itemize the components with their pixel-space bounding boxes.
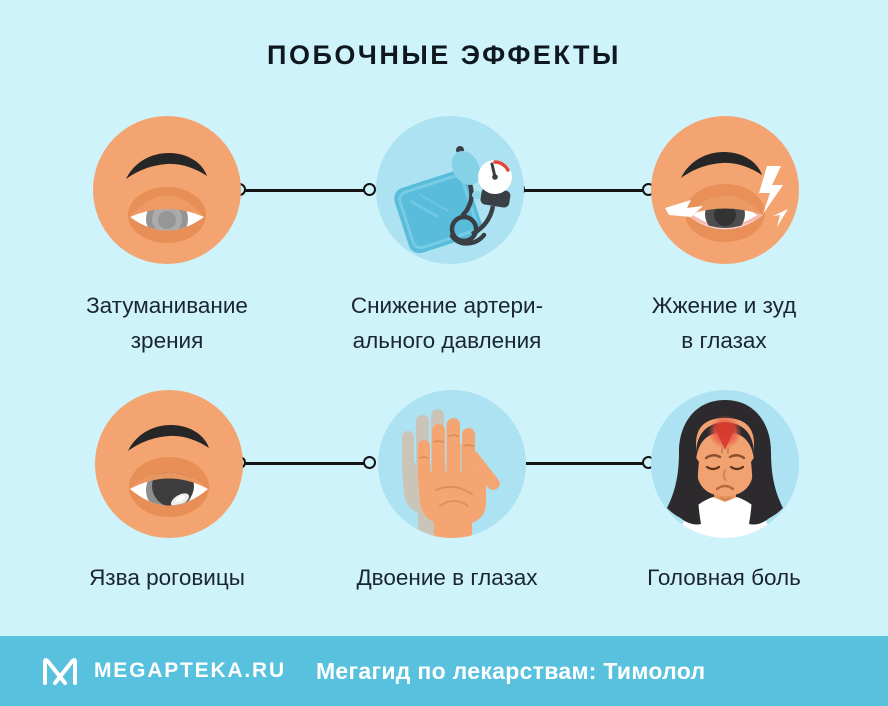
footer-tagline: Мегагид по лекарствам: Тимолол	[315, 657, 706, 684]
label-low-blood-pressure: Снижение артери- ального давления	[350, 293, 544, 353]
connector-line	[512, 456, 655, 469]
label-double-vision: Двоение в глазах	[356, 565, 538, 590]
burning-itchy-eye-icon	[651, 116, 799, 264]
double-vision-hand-icon	[378, 390, 526, 538]
label-headache: Головная боль	[647, 565, 801, 590]
connector-line	[233, 456, 376, 469]
megapteka-m-logo-icon	[43, 658, 77, 685]
footer-bar: MEGAPTEKA.RU Мегагид по лекарствам: Тимо…	[0, 636, 888, 706]
connector-line	[512, 183, 655, 196]
item-corneal-ulcer	[95, 390, 243, 538]
item-double-vision	[378, 390, 526, 538]
item-burning-itching-eyes	[651, 116, 799, 264]
label-burning-itching-eyes: Жжение и зуд в глазах	[651, 293, 797, 353]
page-title: ПОБОЧНЫЕ ЭФФЕКТЫ	[267, 40, 621, 70]
headache-woman-icon	[651, 390, 799, 538]
blood-pressure-monitor-icon	[376, 116, 524, 264]
item-low-blood-pressure	[376, 116, 524, 264]
item-headache	[651, 390, 799, 538]
corneal-ulcer-eye-icon	[95, 390, 243, 538]
blurred-vision-eye-icon	[93, 116, 241, 264]
label-corneal-ulcer: Язва роговицы	[89, 565, 245, 590]
item-blurred-vision	[93, 116, 241, 264]
connector-line	[233, 183, 376, 196]
brand-name: MEGAPTEKA.RU	[94, 659, 286, 682]
label-blurred-vision: Затуманивание зрения	[86, 293, 248, 353]
